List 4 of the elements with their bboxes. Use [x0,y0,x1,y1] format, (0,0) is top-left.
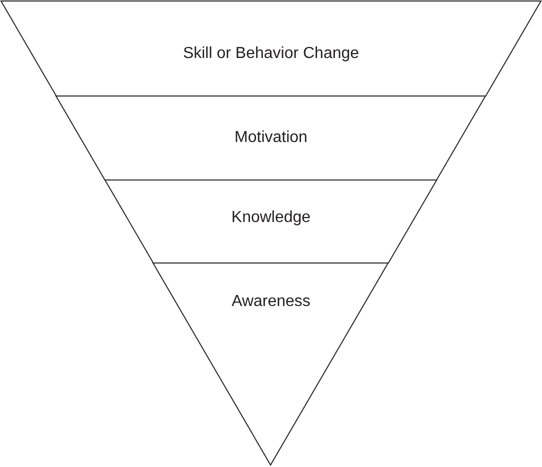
band-label: Motivation [234,129,308,147]
band-label: Awareness [232,293,310,311]
band-label: Knowledge [231,209,311,227]
band-label: Skill or Behavior Change [182,45,360,63]
